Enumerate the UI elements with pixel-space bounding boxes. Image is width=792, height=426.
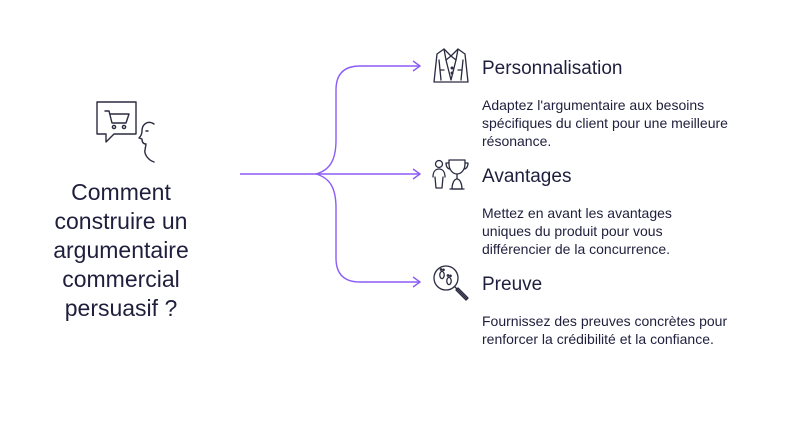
- magnifier-footprints-icon: [431, 263, 471, 303]
- branch-title-personnalisation: Personnalisation: [482, 58, 623, 79]
- arrowhead-avantages: [412, 168, 422, 180]
- person-trophy-icon: [431, 155, 471, 195]
- connector-to-preuve: [315, 173, 420, 283]
- branch-description-personnalisation: Adaptez l'argumentaire aux besoins spéci…: [482, 97, 728, 149]
- arrowhead-personnalisation: [412, 60, 422, 72]
- branch-title-avantages: Avantages: [482, 166, 572, 187]
- branch-description-preuve: Fournissez des preuves concrètes pour re…: [482, 313, 728, 347]
- branch-title-preuve: Preuve: [482, 274, 543, 295]
- central-question: Comment construire un argumentaire comme…: [53, 179, 189, 321]
- salesperson-cart-speech-icon: [92, 98, 158, 164]
- branch-description-avantages: Mettez en avant les avantages uniques du…: [482, 205, 672, 257]
- connector-to-personnalisation: [315, 65, 420, 175]
- suit-jacket-icon: [431, 46, 471, 86]
- arrowhead-preuve: [412, 276, 422, 288]
